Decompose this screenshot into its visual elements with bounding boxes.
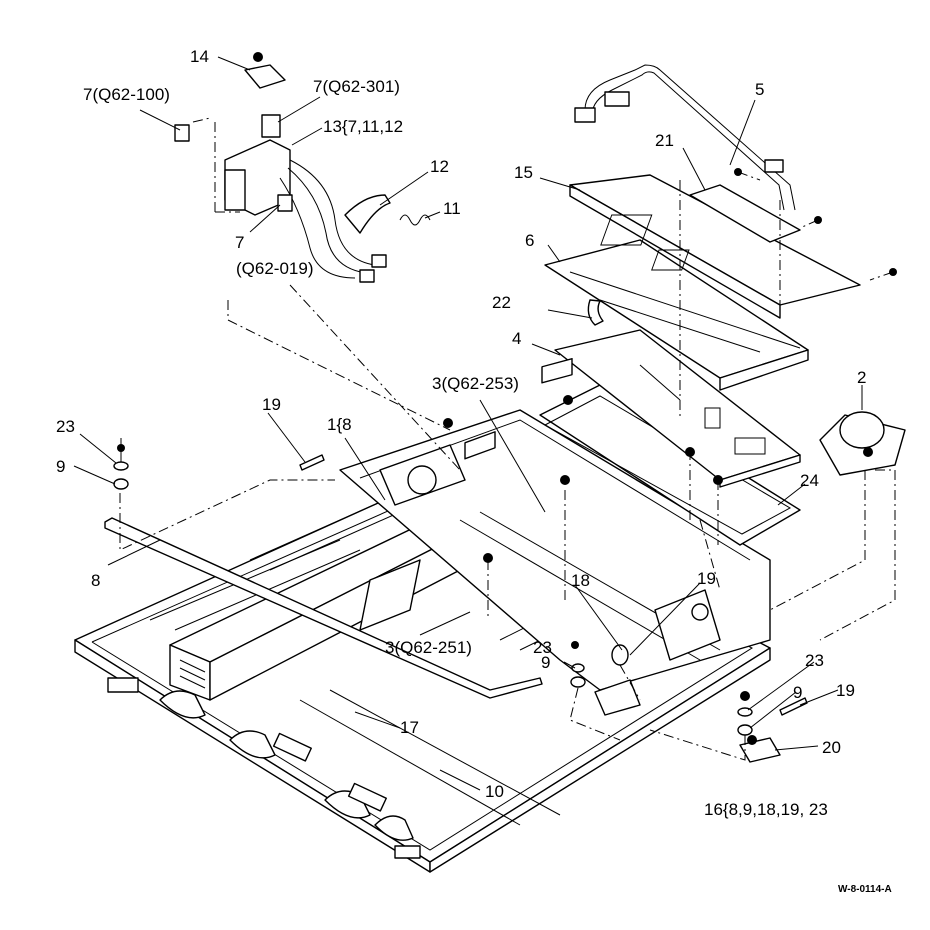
shield-6: [544, 239, 809, 391]
sensor-assembly-13: [224, 114, 387, 283]
callout-19-right: 19: [836, 681, 855, 700]
sensor-7-q62-100: [174, 124, 190, 142]
callout-1: 1{8: [327, 415, 352, 434]
callout-4: 4: [512, 329, 521, 348]
callout-24: 24: [800, 471, 819, 490]
sensor-3-q62-253: [541, 358, 573, 384]
pwb-4: [554, 329, 801, 488]
callout-7-q62-100: 7(Q62-100): [83, 85, 170, 104]
rear-rail-frame: [339, 409, 771, 691]
callout-9-left: 9: [56, 457, 65, 476]
harness-5: [574, 64, 796, 211]
sensor-3-q62-251: [464, 431, 496, 460]
bracket-21: [689, 184, 801, 243]
callout-21: 21: [655, 131, 674, 150]
cover-15: [569, 174, 861, 319]
callout-18: 18: [571, 571, 590, 590]
assembly-guide-lines: [119, 117, 896, 761]
leader-lines: [73, 56, 863, 791]
callout-22: 22: [492, 293, 511, 312]
bracket-20: [739, 737, 781, 763]
long-bar-8: [104, 517, 543, 699]
motor-2: [819, 411, 906, 476]
callout-9-mid: 9: [541, 653, 550, 672]
callout-20: 20: [822, 738, 841, 757]
callout-12: 12: [430, 157, 449, 176]
callout-19-left: 19: [262, 395, 281, 414]
callout-11: 11: [443, 199, 461, 218]
callout-23-left: 23: [56, 417, 75, 436]
callout-7: 7: [235, 233, 244, 252]
callout-10: 10: [485, 782, 504, 801]
callout-7-q62-019: (Q62-019): [236, 259, 313, 278]
sensor-14: [244, 64, 286, 89]
callout-15: 15: [514, 163, 533, 182]
screw-23-left: [113, 438, 129, 490]
pin-19-left: [299, 454, 325, 471]
carriage-assembly-1: [169, 479, 461, 701]
callout-9-right: 9: [793, 683, 802, 702]
callout-8: 8: [91, 571, 100, 590]
callout-5: 5: [755, 80, 764, 99]
callout-17: 17: [400, 718, 419, 737]
document-id: W-8-0114-A: [838, 884, 892, 895]
callout-23-mid: 23: [533, 638, 552, 657]
callout-16: 16{8,9,18,19, 23: [704, 800, 828, 819]
actuator-12: [344, 194, 391, 234]
bracket-24: [539, 384, 801, 546]
callout-14: 14: [190, 47, 209, 66]
harness-22: [587, 299, 604, 326]
callout-19-mid: 19: [697, 569, 716, 588]
callout-2: 2: [857, 368, 866, 387]
callout-6: 6: [525, 231, 534, 250]
callout-23-right: 23: [805, 651, 824, 670]
callout-7-q62-301: 7(Q62-301): [313, 77, 400, 96]
sensor-7-q62-019: [277, 194, 293, 212]
callout-3-q62-251: 3(Q62-251): [385, 638, 472, 657]
callout-13: 13{7,11,12: [323, 117, 403, 136]
spring-11: [399, 214, 431, 226]
callout-3-q62-253: 3(Q62-253): [432, 374, 519, 393]
